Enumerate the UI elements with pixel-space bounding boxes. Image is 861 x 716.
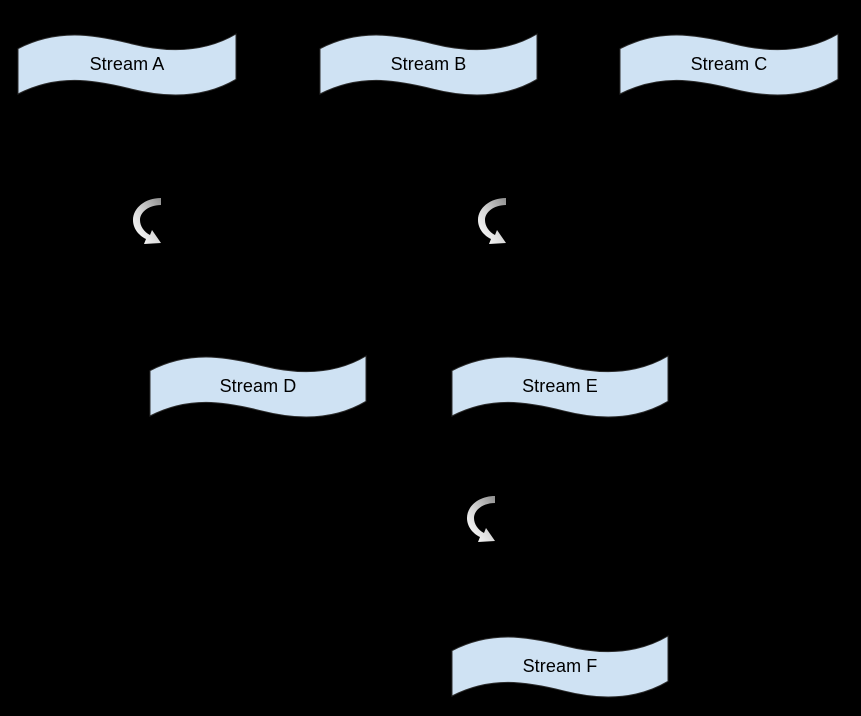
wave-banner-path xyxy=(17,33,237,96)
wave-banner-path xyxy=(149,355,367,418)
stream-node-stream-c[interactable]: Stream C xyxy=(619,28,839,100)
wave-banner-path xyxy=(451,355,669,418)
rotate-arrow-path xyxy=(478,198,506,244)
wave-banner-shape xyxy=(619,33,839,96)
stream-node-stream-f[interactable]: Stream F xyxy=(451,630,669,702)
stream-node-stream-b[interactable]: Stream B xyxy=(319,28,538,100)
rotate-arrow-shape xyxy=(478,198,506,244)
stream-node-stream-d[interactable]: Stream D xyxy=(149,350,367,422)
rotate-arrow-path xyxy=(467,496,495,542)
wave-banner-shape xyxy=(149,355,367,418)
rotate-arrow-icon xyxy=(465,492,509,548)
wave-banner-path xyxy=(619,33,839,96)
wave-banner-shape xyxy=(17,33,237,96)
rotate-arrow-icon xyxy=(131,194,175,250)
wave-banner-shape xyxy=(451,355,669,418)
stream-node-stream-e[interactable]: Stream E xyxy=(451,350,669,422)
rotate-arrow-icon xyxy=(476,194,520,250)
wave-banner-shape xyxy=(319,33,538,96)
rotate-arrow-shape xyxy=(467,496,495,542)
rotate-arrow-shape xyxy=(133,198,161,244)
wave-banner-path xyxy=(451,635,669,698)
stream-node-stream-a[interactable]: Stream A xyxy=(17,28,237,100)
rotate-arrow-path xyxy=(133,198,161,244)
wave-banner-shape xyxy=(451,635,669,698)
wave-banner-path xyxy=(319,33,538,96)
